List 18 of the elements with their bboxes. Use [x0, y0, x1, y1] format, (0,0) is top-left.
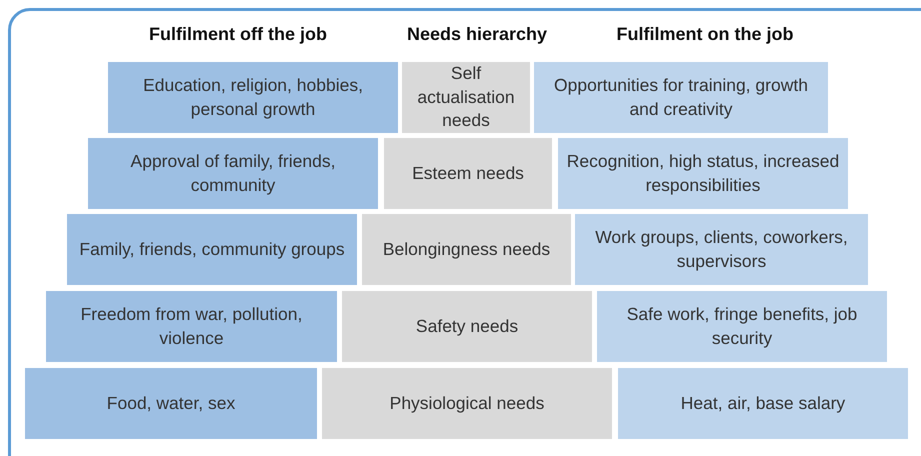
fulfilment-box: Education, religion, hobbies, personal growth [108, 62, 398, 133]
need-level-box: Belongingness needs [362, 214, 571, 285]
fulfilment-box: Work groups, clients, coworkers, supervisors [575, 214, 868, 285]
need-level-box: Esteem needs [384, 138, 552, 209]
fulfilment-box: Food, water, sex [25, 368, 317, 439]
column-heading: Fulfilment off the job [148, 24, 328, 45]
need-level-box: Self actualisation needs [402, 62, 530, 133]
need-level-box: Physiological needs [322, 368, 612, 439]
fulfilment-box: Recognition, high status, increased responsibilities [558, 138, 848, 209]
column-heading: Fulfilment on the job [616, 24, 794, 45]
column-heading: Needs hierarchy [406, 24, 548, 45]
fulfilment-box: Freedom from war, pollution, violence [46, 291, 337, 362]
fulfilment-box: Opportunities for training, growth and creativity [534, 62, 828, 133]
fulfilment-box: Family, friends, community groups [67, 214, 357, 285]
fulfilment-box: Heat, air, base salary [618, 368, 908, 439]
need-level-box: Safety needs [342, 291, 592, 362]
fulfilment-box: Approval of family, friends, community [88, 138, 378, 209]
fulfilment-box: Safe work, fringe benefits, job security [597, 291, 887, 362]
